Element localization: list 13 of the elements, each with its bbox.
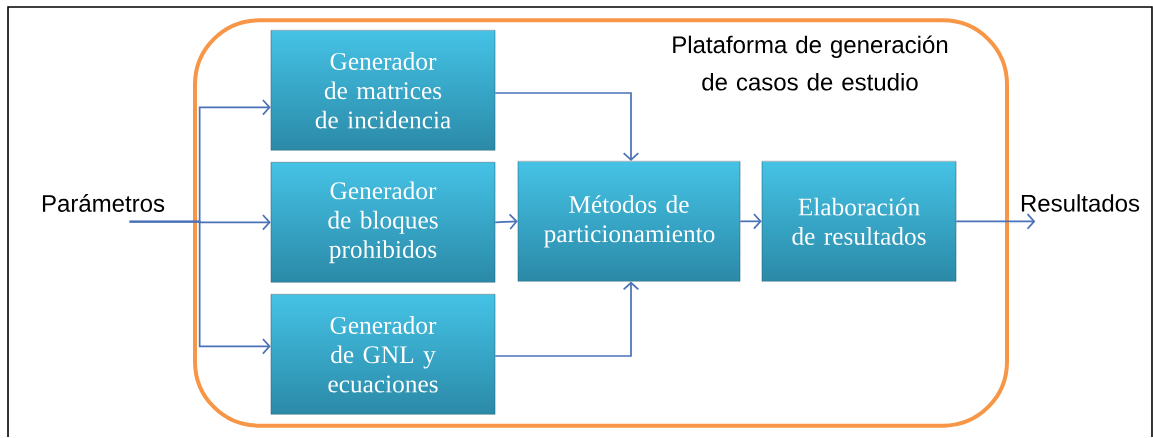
io-label: Resultados (1021, 194, 1140, 212)
arrow (128, 220, 271, 355)
io-label: Parámetros (42, 194, 165, 212)
process-box: Métodos de particionamiento (517, 161, 741, 282)
arrow (739, 213, 762, 230)
arrow (955, 213, 1036, 230)
arrow (494, 213, 518, 230)
process-box: Elaboración de resultados (761, 161, 957, 282)
process-box: Generador de GNL y ecuaciones (270, 294, 496, 415)
arrow (494, 92, 640, 162)
arrow (494, 281, 640, 357)
process-box: Generador de matrices de incidencia (270, 30, 496, 151)
process-box: Generador de bloques prohibidos (270, 162, 496, 283)
